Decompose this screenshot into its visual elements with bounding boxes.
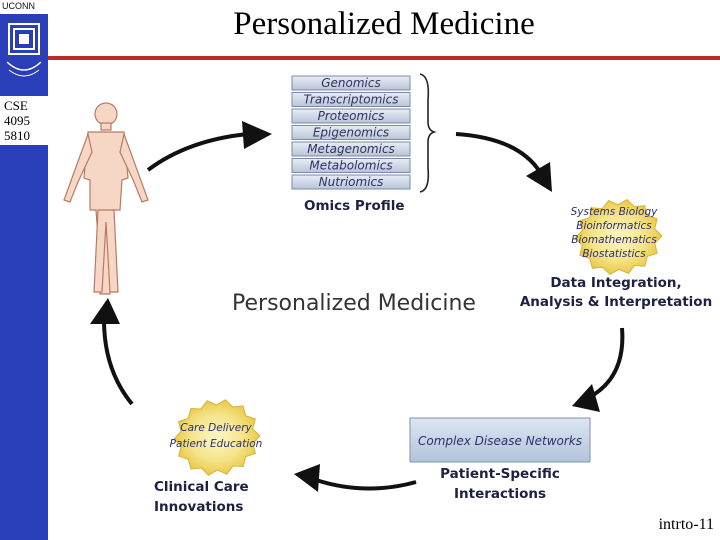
clinical-field: Care Delivery	[180, 422, 252, 434]
course-line: 5810	[4, 128, 30, 143]
integration-caption: Data Integration,	[550, 275, 681, 291]
arrow-to-networks-head	[572, 384, 600, 412]
integration-field: Bioinformatics	[576, 220, 652, 232]
omics-stack: Genomics Transcriptomics Proteomics Epig…	[291, 73, 437, 214]
arrow-to-patient	[102, 319, 134, 406]
data-integration-node: Systems Biology Bioinformatics Biomathem…	[520, 198, 712, 310]
arrow-to-networks	[587, 327, 625, 400]
omics-layer-bar	[291, 141, 411, 157]
logo-strip: UCONN	[0, 0, 48, 14]
integration-burst-shape	[574, 198, 663, 276]
clinical-caption: Innovations	[154, 499, 243, 515]
omics-layer-label: Metabolomics	[309, 159, 392, 173]
diagram-center-title: Personalized Medicine	[232, 291, 476, 316]
omics-layer-label: Proteomics	[318, 109, 385, 123]
omics-layer-label: Metagenomics	[307, 142, 395, 156]
networks-label: Complex Disease Networks	[418, 434, 582, 448]
omics-layer-label: Epigenomics	[313, 126, 389, 140]
networks-box	[409, 417, 591, 463]
slide-title: Personalized Medicine	[233, 6, 535, 42]
omics-layer-bar	[291, 158, 411, 173]
networks-caption: Interactions	[454, 486, 546, 502]
arrow-to-integration	[455, 132, 542, 174]
arrow-to-integration-head	[526, 162, 552, 192]
omics-layer-bar	[291, 125, 411, 140]
clinical-caption: Clinical Care	[154, 479, 249, 495]
clinical-care-node: Care Delivery Patient Education Clinical…	[154, 399, 263, 515]
course-line: 4095	[4, 113, 30, 128]
patient-interactions-node: Complex Disease Networks Patient-Specifi…	[409, 417, 591, 502]
patient-figure-icon	[63, 102, 149, 295]
arrow-to-clinical	[315, 478, 417, 491]
omics-brace	[419, 73, 437, 193]
omics-layer-bar	[291, 92, 411, 107]
course-line: CSE	[4, 98, 28, 113]
title-underline	[48, 56, 720, 60]
clinical-field: Patient Education	[170, 438, 263, 450]
integration-field: Systems Biology	[571, 206, 659, 218]
university-crest-icon	[3, 18, 45, 86]
omics-layer-label: Genomics	[321, 76, 381, 90]
omics-layer-label: Nutriomics	[319, 175, 384, 189]
omics-layer-bar	[291, 108, 411, 124]
integration-field: Biomathematics	[571, 234, 657, 246]
slide-number: intrto-11	[658, 516, 714, 533]
uconn-logo-text: UCONN	[2, 1, 35, 11]
integration-caption: Analysis & Interpretation	[520, 294, 712, 310]
course-code: CSE 4095 5810	[0, 96, 48, 145]
omics-layer-label: Transcriptomics	[304, 93, 399, 107]
omics-layer-bar	[291, 75, 411, 91]
networks-caption: Patient-Specific	[440, 466, 560, 482]
arrow-to-clinical-head	[294, 464, 320, 492]
omics-layer-bar	[291, 174, 411, 190]
omics-caption: Omics Profile	[304, 198, 405, 214]
clinical-burst-shape	[173, 399, 261, 476]
cycle-arrows	[90, 121, 625, 492]
arrow-to-omics	[146, 132, 249, 172]
sidebar	[0, 0, 48, 540]
arrow-to-omics-head	[242, 121, 272, 149]
personalized-medicine-cycle-diagram: Genomics Transcriptomics Proteomics Epig…	[63, 73, 712, 515]
integration-field: Biostatistics	[582, 248, 646, 260]
arrow-to-patient-head	[90, 298, 120, 324]
